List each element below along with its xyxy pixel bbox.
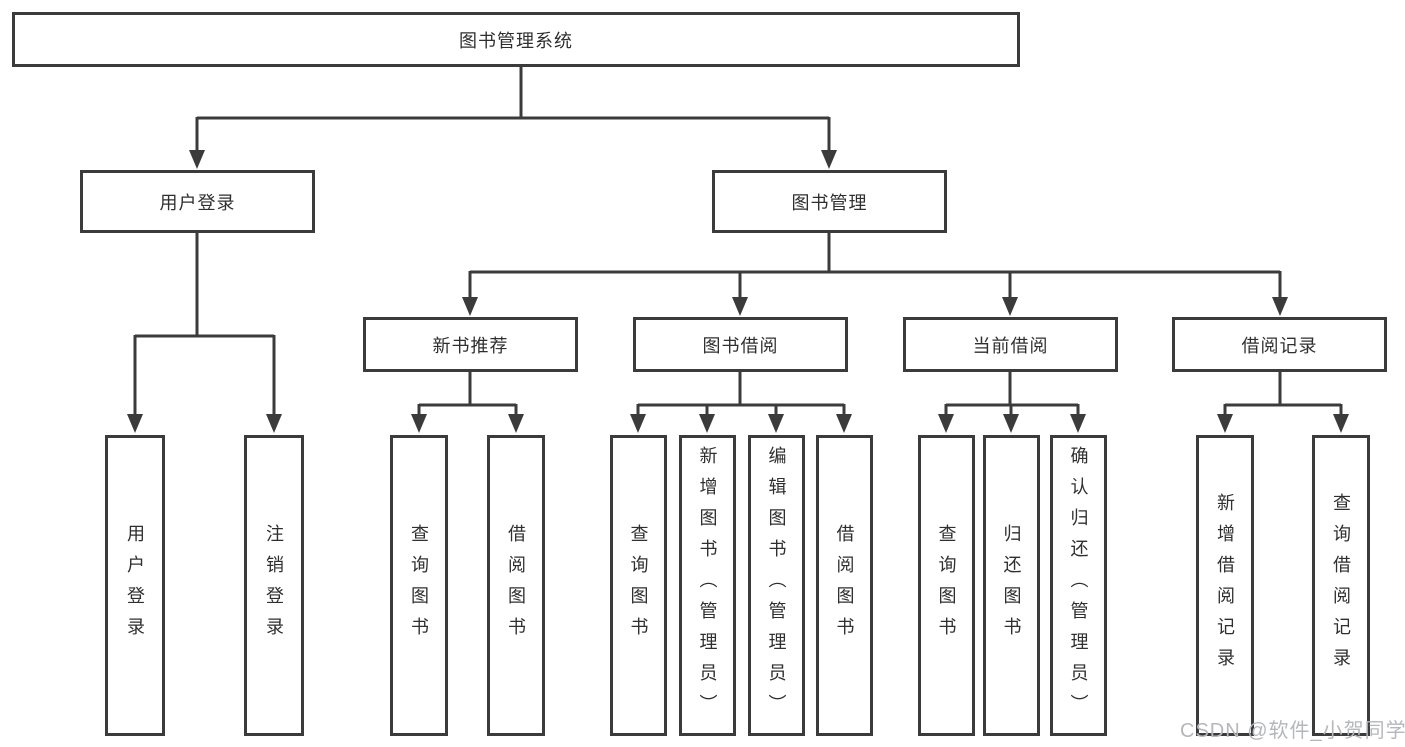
node-borrow-records: 借阅记录 [1172, 317, 1387, 372]
node-label: 新增借阅记录 [1215, 492, 1235, 679]
leaf-add-borrow-record: 新增借阅记录 [1196, 435, 1254, 736]
leaf-confirm-return-admin: 确认归还（管理员） [1050, 435, 1107, 736]
node-label: 查询图书 [409, 523, 429, 648]
leaf-query-books-recommend: 查询图书 [390, 435, 448, 736]
leaf-add-books-admin: 新增图书（管理员） [679, 435, 736, 736]
node-label: 借阅图书 [834, 523, 855, 648]
node-label: 当前借阅 [972, 335, 1049, 356]
node-label: 图书借阅 [702, 335, 779, 356]
leaf-edit-books-admin: 编辑图书（管理员） [748, 435, 805, 736]
node-book-management: 图书管理 [712, 170, 947, 233]
node-new-book-recommend: 新书推荐 [363, 317, 578, 372]
node-current-borrow: 当前借阅 [903, 317, 1118, 372]
node-label: 图书管理 [791, 192, 868, 213]
node-label: 查询图书 [628, 523, 649, 648]
node-label: 图书管理系统 [459, 30, 573, 51]
node-label: 归还图书 [1001, 523, 1022, 648]
node-label: 借阅记录 [1241, 335, 1318, 356]
node-book-borrow: 图书借阅 [633, 317, 848, 372]
leaf-query-borrow-record: 查询借阅记录 [1312, 435, 1370, 736]
node-label: 新增图书（管理员） [697, 446, 718, 725]
node-label: 用户登录 [125, 523, 145, 648]
node-label: 查询借阅记录 [1331, 492, 1351, 679]
leaf-query-books-current: 查询图书 [918, 435, 975, 736]
leaf-logout: 注销登录 [244, 435, 304, 736]
node-label: 借阅图书 [506, 523, 526, 648]
node-label: 注销登录 [264, 523, 284, 648]
node-label: 新书推荐 [432, 335, 509, 356]
leaf-return-books: 归还图书 [983, 435, 1040, 736]
leaf-user-login: 用户登录 [105, 435, 165, 736]
node-label: 用户登录 [159, 192, 236, 213]
node-library-management-system: 图书管理系统 [12, 12, 1020, 67]
node-user-login: 用户登录 [80, 170, 315, 233]
csdn-watermark: CSDN @软件_小贺同学 [1180, 720, 1405, 742]
leaf-borrow-books: 借阅图书 [816, 435, 873, 736]
node-label: 确认归还（管理员） [1068, 446, 1089, 725]
arrowheads [127, 150, 1349, 433]
node-label: 编辑图书（管理员） [766, 446, 787, 725]
node-label: 查询图书 [936, 523, 957, 648]
leaf-query-books-borrow: 查询图书 [610, 435, 667, 736]
leaf-borrow-books-recommend: 借阅图书 [487, 435, 545, 736]
